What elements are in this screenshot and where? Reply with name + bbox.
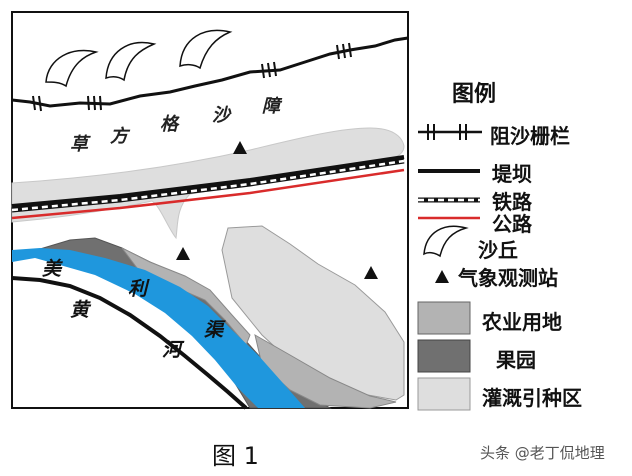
river-label-char: 黄: [70, 299, 92, 321]
river-label-char: 河: [162, 339, 185, 361]
legend-label-highway: 公路: [492, 212, 532, 236]
legend-label-farmland: 农业用地: [482, 310, 562, 334]
weather-station-icon: [233, 141, 247, 154]
weather-station-icon: [364, 266, 378, 279]
legend-symbols: [417, 124, 482, 411]
dune-icon: [179, 29, 233, 70]
canal-label-char: 美: [42, 258, 63, 280]
sand-barrier-label-char: 方: [110, 126, 131, 147]
sand-fence-line: [11, 36, 409, 108]
legend-label-dune: 沙丘: [478, 238, 518, 262]
highway-line: [11, 168, 405, 220]
legend-label-dam: 堤坝: [492, 162, 532, 186]
dam-line: [11, 155, 405, 208]
canal-label-char: 渠: [204, 319, 226, 341]
weather-station-icon: [176, 247, 190, 260]
dune-icon: [45, 49, 99, 88]
meili-canal: [11, 276, 248, 410]
dune-icon: [105, 41, 157, 82]
canal-label-char: 利: [128, 278, 150, 300]
sand-barrier-label-char: 沙: [212, 105, 232, 126]
figure-caption: 图 1: [212, 442, 259, 470]
weather-stations: [176, 141, 378, 279]
sand-barrier-label-char: 草: [70, 134, 91, 155]
legend-label-station: 气象观测站: [458, 266, 558, 290]
legend-label-fence: 阻沙栅栏: [490, 124, 570, 148]
legend-label-irrigation: 灌溉引种区: [482, 386, 582, 410]
watermark: 头条 @老丁侃地理: [480, 444, 605, 462]
sand-fence-ticks: [32, 42, 352, 112]
legend-title: 图例: [452, 82, 497, 107]
sand-barrier-label-char: 障: [262, 96, 283, 117]
railway-line-dash: [11, 159, 405, 212]
yellow-river: [12, 248, 305, 408]
dune-group: [45, 29, 233, 88]
weather-station-icon: [435, 270, 449, 283]
irrigation-zone: [221, 225, 405, 401]
legend-label-orchard: 果园: [496, 348, 536, 372]
sand-barrier-label-char: 格: [160, 114, 180, 135]
legend-label-railway: 铁路: [492, 190, 532, 214]
dune-icon: [423, 225, 469, 258]
